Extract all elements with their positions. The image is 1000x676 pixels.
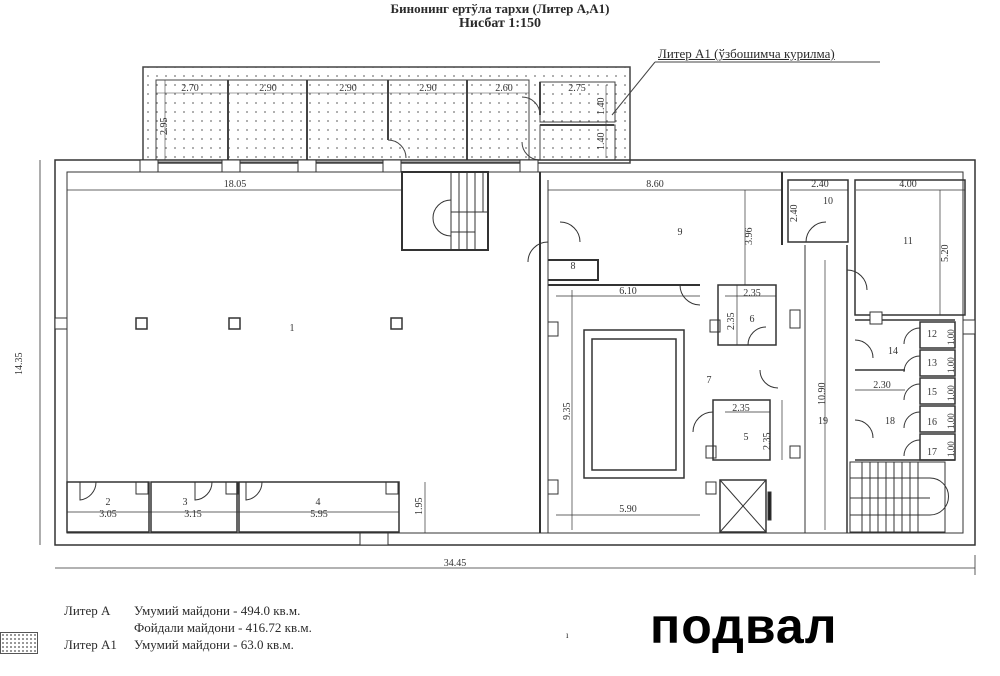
dim-rooms234-depth: 1.95 (414, 498, 425, 516)
room-19-label: 19 (818, 416, 828, 427)
dim-cubicle-13: 1.00 (946, 357, 956, 373)
plan-title: Бинонинг ертўла тархи (Литер А,А1) (390, 1, 610, 16)
main-building-liter-a (39, 159, 976, 575)
room-5-label: 5 (744, 432, 749, 443)
dim-total-width: 34.45 (444, 558, 467, 569)
dim-annex-6: 2.75 (568, 83, 586, 94)
basement-stamp: подвал (650, 598, 838, 654)
dim-annex-small-1: 1.40 (596, 98, 607, 116)
room-4-label: 4 (316, 497, 321, 508)
room-16-label: 16 (927, 417, 937, 428)
dim-room11-width: 4.00 (899, 179, 917, 190)
room-12-label: 12 (927, 329, 937, 340)
room-2-label: 2 (106, 497, 111, 508)
dim-room7-bottom: 5.90 (619, 504, 637, 515)
dim-cubicle-16: 1.00 (946, 413, 956, 429)
dim-room5-width: 2.35 (732, 403, 750, 414)
dim-room10-width: 2.40 (811, 179, 829, 190)
room-14-label: 14 (888, 346, 898, 357)
dim-annex-3: 2.90 (339, 83, 357, 94)
dim-room9-depth: 3.96 (744, 228, 755, 246)
dim-room5-depth: 2.35 (762, 433, 773, 451)
dim-room11-depth: 5.20 (940, 245, 951, 263)
room-7-label: 7 (707, 375, 712, 386)
dim-total-depth: 14.35 (14, 353, 25, 376)
dim-annex-5: 2.60 (495, 83, 513, 94)
room-11-label: 11 (903, 236, 913, 247)
room-15-label: 15 (927, 387, 937, 398)
dim-room18-width: 2.30 (873, 380, 891, 391)
dim-room2-width: 3.05 (99, 509, 117, 520)
dim-cubicle-12: 1.00 (946, 329, 956, 345)
liter-a1-note-text: Литер А1 (ўзбошимча курилма) (658, 46, 835, 61)
dim-room9-width: 8.60 (646, 179, 664, 190)
legend-liter-a-useful: Фойдали майдони - 416.72 кв.м. (134, 620, 312, 635)
page-mark: ı (566, 630, 569, 640)
room-1-label: 1 (290, 323, 295, 334)
room-10-label: 10 (823, 196, 833, 207)
dim-annex-depth: 2.95 (159, 118, 170, 136)
room-9-label: 9 (678, 227, 683, 238)
dim-cubicle-17: 1.00 (946, 441, 956, 457)
dim-annex-4: 2.90 (419, 83, 437, 94)
plan-scale: Нисбат 1:150 (458, 16, 542, 31)
room-3-label: 3 (183, 497, 188, 508)
dim-room19-depth: 10.90 (817, 383, 828, 406)
room-8-label: 8 (571, 261, 576, 272)
legend-dotted-swatch-icon (0, 632, 38, 654)
dim-room7-depth: 9.35 (562, 403, 573, 421)
room-17-label: 17 (927, 447, 937, 458)
dim-room1-width: 18.05 (224, 179, 247, 190)
dim-cubicle-15: 1.00 (946, 385, 956, 401)
dim-room6-width: 2.35 (743, 288, 761, 299)
dim-annex-2: 2.90 (259, 83, 277, 94)
room-13-label: 13 (927, 358, 937, 369)
dim-room7-top: 6.10 (619, 286, 637, 297)
dim-room6-depth: 2.35 (726, 313, 737, 331)
annex-liter-a1 (142, 66, 631, 164)
dim-annex-small-2: 1.40 (596, 133, 607, 151)
dim-room4-width: 5.95 (310, 509, 328, 520)
dim-room3-width: 3.15 (184, 509, 202, 520)
liter-a1-note: Литер А1 (ўзбошимча курилма) (658, 46, 835, 62)
room-6-label: 6 (750, 314, 755, 325)
dim-room10-depth: 2.40 (789, 205, 800, 223)
dim-annex-1: 2.70 (181, 83, 199, 94)
room-18-label: 18 (885, 416, 895, 427)
